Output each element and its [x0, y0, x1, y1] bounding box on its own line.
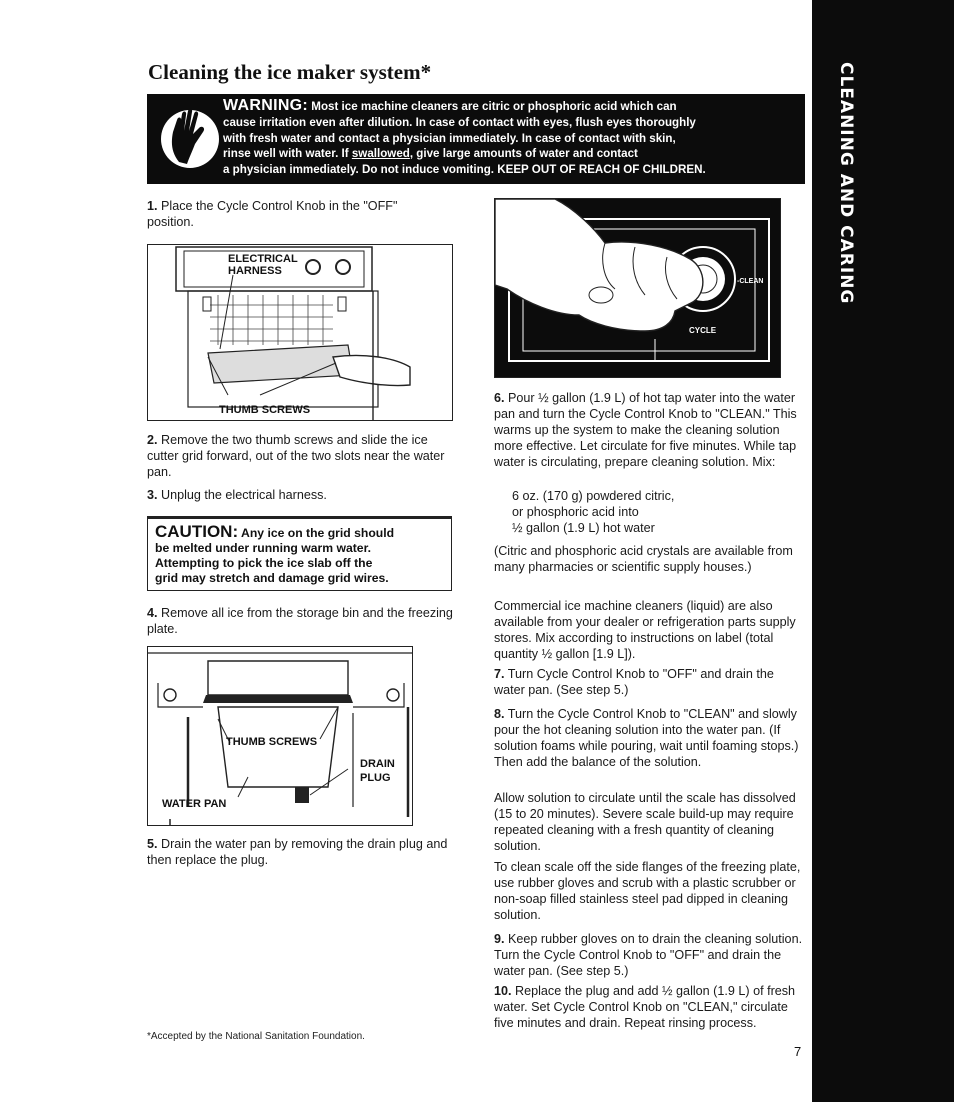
warning-box: WARNING: Most ice machine cleaners are c… [147, 94, 805, 184]
commercial-note: Commercial ice machine cleaners (liquid)… [494, 599, 796, 661]
label-cycle: CYCLE [689, 326, 717, 335]
caution-line-1: Any ice on the grid should [238, 526, 395, 540]
step-1: 1. Place the Cycle Control Knob in the "… [147, 198, 447, 230]
figure-water-pan: THUMB SCREWS DRAIN PLUG WATER PAN [147, 646, 413, 826]
label-plug: PLUG [360, 772, 391, 784]
step-4: 4. Remove all ice from the storage bin a… [147, 605, 453, 637]
warning-line-5: a physician immediately. Do not induce v… [223, 163, 706, 177]
step-number: 4. [147, 606, 158, 620]
caution-text: CAUTION: Any ice on the grid should be m… [155, 522, 451, 586]
step-text: Remove all ice from the storage bin and … [147, 606, 453, 636]
step-10: 10. Replace the plug and add ½ gallon (1… [494, 983, 804, 1031]
step-2: 2. Remove the two thumb screws and slide… [147, 432, 453, 480]
step-3: 3. Unplug the electrical harness. [147, 487, 453, 503]
label-electrical: ELECTRICAL [228, 253, 298, 265]
warning-line-3: with fresh water and contact a physician… [223, 131, 676, 145]
mix-line-1: 6 oz. (170 g) powdered citric, [512, 489, 675, 503]
step-text: Keep rubber gloves on to drain the clean… [494, 932, 803, 978]
caution-line-3: Attempting to pick the ice slab off the [155, 556, 373, 570]
step-number: 1. [147, 199, 158, 213]
step-number: 10. [494, 984, 512, 998]
mix-line-3: ½ gallon (1.9 L) hot water [512, 521, 655, 535]
warning-line-2: cause irritation even after dilution. In… [223, 115, 696, 129]
warning-label: WARNING: [223, 97, 309, 114]
hand-stop-icon [161, 108, 219, 168]
cycle-knob-illustration [495, 199, 770, 362]
caution-label: CAUTION: [155, 522, 239, 541]
step-8: 8. Turn the Cycle Control Knob to "CLEAN… [494, 706, 804, 770]
page-title: Cleaning the ice maker system* [148, 60, 432, 84]
label-thumb-screws: THUMB SCREWS [219, 404, 311, 416]
allow-note: Allow solution to circulate until the sc… [494, 791, 796, 853]
caution-line-2: be melted under running warm water. [155, 541, 372, 555]
step-number: 3. [147, 488, 158, 502]
label-clean: -CLEAN [737, 278, 764, 285]
figure-cycle-control-knob: -CLEAN CYCLE [494, 198, 781, 378]
side-tab-label: CLEANING AND CARING [836, 62, 856, 305]
step-text: Pour ½ gallon (1.9 L) of hot tap water i… [494, 391, 797, 469]
step-number: 2. [147, 433, 158, 447]
step-text: Unplug the electrical harness. [157, 488, 327, 502]
warning-line-1: Most ice machine cleaners are citric or … [308, 100, 677, 113]
ice-cutter-grid-illustration [175, 246, 411, 420]
step-text: Turn Cycle Control Knob to "OFF" and dra… [494, 667, 774, 697]
warning-text: WARNING: Most ice machine cleaners are c… [223, 98, 803, 178]
step-number: 5. [147, 837, 158, 851]
label-water-pan: WATER PAN [162, 798, 227, 810]
step-text: Place the Cycle Control Knob in the "OFF… [147, 199, 398, 229]
flanges-note: To clean scale off the side flanges of t… [494, 860, 801, 922]
caution-box: CAUTION: Any ice on the grid should be m… [147, 516, 452, 591]
mix-line-2: or phosphoric acid into [512, 505, 639, 519]
step-number: 7. [494, 667, 505, 681]
warning-line-4a: rinse well with water. If [223, 147, 352, 161]
label-drain: DRAIN [360, 758, 395, 770]
step-7: 7. Turn Cycle Control Knob to "OFF" and … [494, 666, 804, 698]
step-text: Remove the two thumb screws and slide th… [147, 433, 445, 479]
label-harness: HARNESS [228, 265, 282, 277]
citric-note: (Citric and phosphoric acid crystals are… [494, 544, 793, 574]
mix-recipe: 6 oz. (170 g) powdered citric, or phosph… [512, 488, 802, 536]
footnote: *Accepted by the National Sanitation Fou… [147, 1031, 365, 1042]
label-thumb-screws: THUMB SCREWS [226, 736, 318, 748]
caution-line-4: grid may stretch and damage grid wires. [155, 571, 389, 585]
step-number: 9. [494, 932, 505, 946]
step-number: 6. [494, 391, 505, 405]
step-text: Drain the water pan by removing the drai… [147, 837, 448, 867]
warning-line-4b: , give large amounts of water and contac… [409, 147, 638, 161]
step-9: 9. Keep rubber gloves on to drain the cl… [494, 931, 804, 979]
warning-swallowed: swallowed [351, 147, 410, 161]
step-text: Replace the plug and add ½ gallon (1.9 L… [494, 984, 796, 1030]
step-text: Turn the Cycle Control Knob to "CLEAN" a… [494, 707, 799, 769]
step-5: 5. Drain the water pan by removing the d… [147, 836, 453, 868]
step-number: 8. [494, 707, 505, 721]
page-number: 7 [794, 1044, 802, 1059]
step-6: 6. Pour ½ gallon (1.9 L) of hot tap wate… [494, 390, 804, 470]
water-pan-illustration [148, 652, 412, 825]
figure-ice-cutter-grid: ELECTRICAL HARNESS THUMB SCREWS [147, 244, 453, 421]
side-tab [812, 0, 954, 1102]
